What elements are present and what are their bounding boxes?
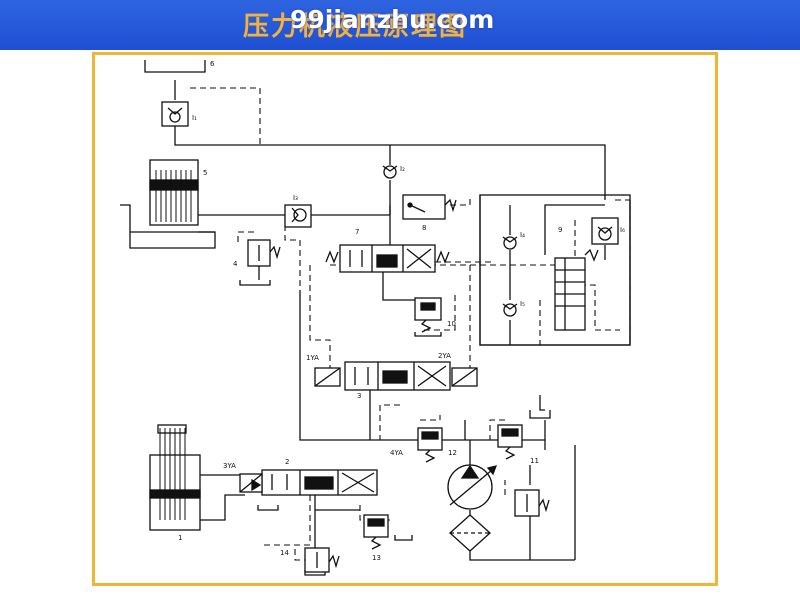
pilot-line: [420, 415, 441, 421]
page-title: 压力机液压原理图: [243, 12, 468, 42]
check-valve-i6: [591, 217, 619, 245]
relief-valve-11: [497, 424, 523, 460]
pilot-line: [489, 419, 505, 440]
tank-symbol: [394, 535, 413, 541]
label-5: 5: [203, 169, 207, 177]
pressure-switch-8: [402, 194, 457, 220]
label-3: 3: [357, 392, 361, 400]
press-cylinder-5: [120, 159, 216, 249]
tank-symbol: [257, 505, 279, 511]
check-valve-i2: [382, 165, 398, 179]
filter: [449, 514, 491, 552]
label-2ya: 2YA: [438, 352, 451, 360]
relief-valve-lower-right: [514, 489, 550, 517]
lower-cylinder-1: [149, 424, 201, 531]
label-9: 9: [558, 226, 562, 234]
label-i4: I₄: [520, 231, 525, 239]
label-4ya: 4YA: [390, 449, 403, 457]
pressure-valve-13: [363, 514, 389, 550]
check-valve-i5: [502, 303, 518, 317]
label-4: 4: [233, 260, 238, 268]
pilot-line: [450, 195, 471, 206]
tank-symbol: [529, 410, 551, 419]
label-i6: I₆: [620, 226, 625, 234]
top-fixture: [144, 60, 206, 73]
diagram-frame: [92, 52, 718, 586]
label-14: 14: [280, 549, 289, 557]
pilot-line: [190, 87, 261, 145]
label-7: 7: [355, 228, 359, 236]
directional-valve-3: [314, 361, 478, 391]
valve-block-9: [479, 194, 631, 346]
relief-valve-12: [417, 427, 443, 463]
relief-valve-4: [247, 239, 281, 280]
pressure-valve-10: [414, 297, 442, 337]
check-valve-i1: [161, 101, 189, 127]
directional-valve-2: [239, 469, 378, 496]
label-13: 13: [372, 554, 381, 562]
pilot-line: [379, 404, 400, 440]
label-i3: I₃: [293, 194, 298, 202]
pilot-line: [309, 265, 331, 372]
pressure-valve-14: [304, 547, 340, 573]
label-10: 10: [447, 320, 456, 328]
pilot-line: [260, 495, 311, 546]
label-12: 12: [448, 449, 457, 457]
label-i5: I₅: [520, 300, 525, 308]
title-banner: [0, 0, 800, 50]
label-2: 2: [285, 458, 289, 466]
label-8: 8: [422, 224, 426, 232]
check-valve-i4: [502, 236, 518, 250]
label-1: 1: [178, 534, 182, 542]
directional-valve-7: [325, 244, 450, 273]
label-i2: I₂: [400, 165, 405, 173]
variable-pump: [447, 464, 498, 510]
label-3ya: 3YA: [223, 462, 236, 470]
check-valve-i3: [284, 204, 312, 228]
watermark: 99jianzhu.com: [290, 5, 495, 34]
pilot-line: [237, 231, 255, 242]
label-i1: I₁: [192, 114, 197, 122]
label-1ya: 1YA: [306, 354, 319, 362]
label-6: 6: [210, 60, 215, 68]
pilot-line: [420, 295, 456, 331]
tank-symbol: [239, 280, 271, 286]
label-11: 11: [530, 457, 539, 465]
